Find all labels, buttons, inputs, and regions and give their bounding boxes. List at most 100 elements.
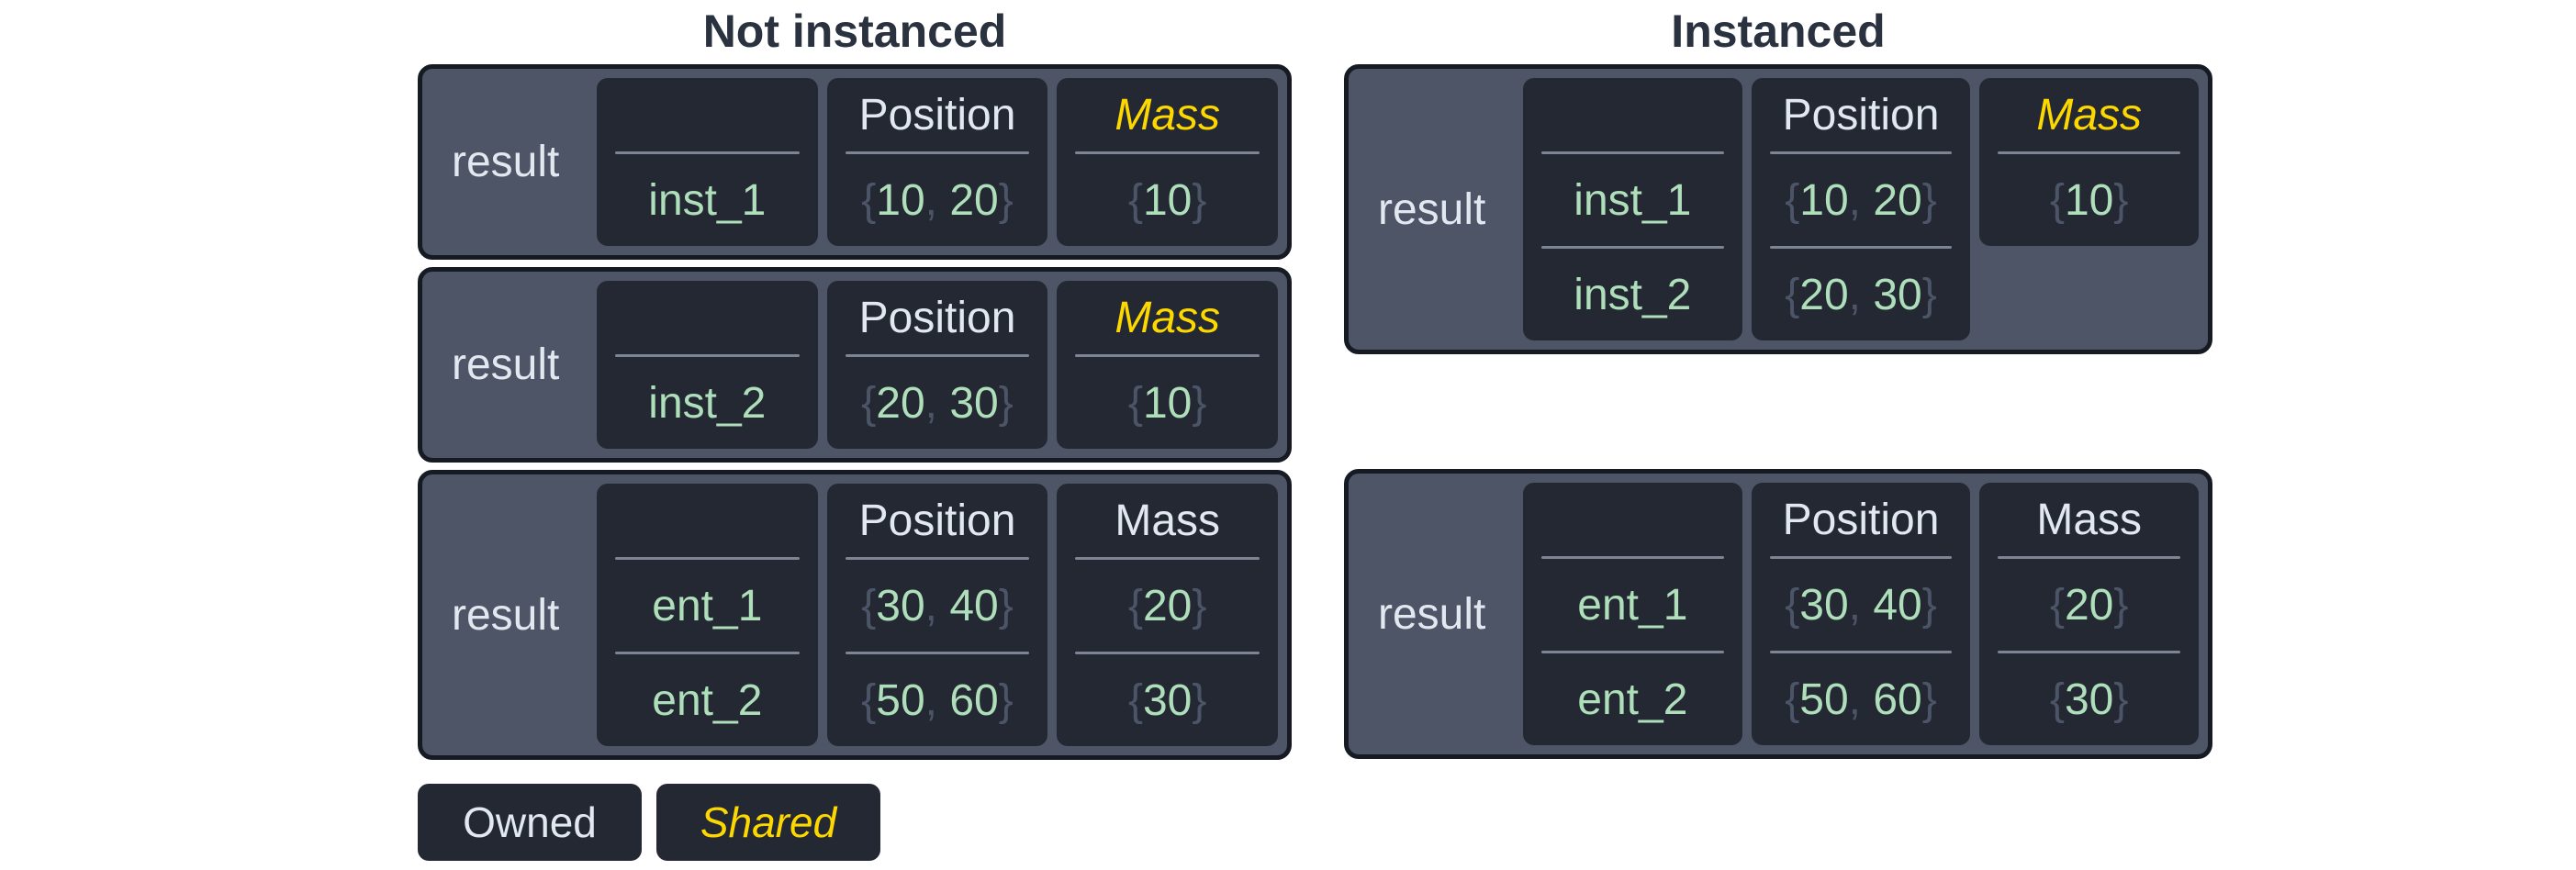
column-header: Mass [1114, 496, 1221, 545]
value-number: 30 [876, 581, 925, 630]
row-divider [1769, 556, 1953, 559]
value-brace: } [1921, 580, 1937, 630]
value-brace: } [998, 581, 1014, 630]
value-brace: { [2049, 580, 2065, 630]
row-divider [1541, 246, 1724, 249]
column-header: Mass [1114, 293, 1221, 342]
row-divider [1075, 557, 1260, 560]
value-number: 30 [1142, 675, 1193, 725]
cell-value: {20} [1057, 560, 1278, 652]
column-cell-position: Position {10, 20} [826, 78, 1048, 246]
value-brace: { [1127, 378, 1143, 428]
cell-value: {10} [1057, 357, 1278, 449]
row-divider [1075, 354, 1260, 357]
value-number: 30 [2064, 675, 2114, 724]
table-row-label: result [452, 340, 560, 389]
value-number: 20 [1142, 581, 1193, 630]
row-divider [845, 151, 1030, 154]
value-brace: { [861, 581, 877, 630]
value-brace: { [861, 378, 877, 428]
value-number: 60 [949, 675, 999, 725]
value-number: 20 [876, 378, 925, 428]
table-cells: inst_1 Position {10, 20}Mass{10} [597, 78, 1279, 246]
value-brace: { [861, 675, 877, 725]
row-divider [1769, 651, 1953, 653]
row-divider [1769, 151, 1953, 154]
entity-name-text: inst_2 [648, 378, 767, 428]
column-header: Mass [2036, 495, 2143, 544]
column-cell-entity: ent_1 ent_2 [1523, 483, 1742, 745]
entity-name-text: inst_1 [1574, 175, 1692, 225]
entity-name-text: ent_2 [1577, 675, 1688, 724]
value-brace: } [2113, 580, 2129, 630]
column-cell-mass: Mass{20}{30} [1057, 484, 1279, 746]
entity-name-text: inst_2 [1574, 270, 1692, 319]
column-header: Position [858, 90, 1016, 139]
value-brace: , [924, 675, 950, 725]
row-divider [615, 354, 800, 357]
value-brace: } [998, 675, 1014, 725]
column-header: Mass [1114, 90, 1221, 139]
value-number: 10 [1142, 175, 1193, 225]
cell-value: ent_2 [597, 654, 818, 746]
value-brace: } [1192, 581, 1207, 630]
value-brace: { [1785, 270, 1800, 319]
value-brace: } [1192, 675, 1207, 725]
row-divider [615, 652, 800, 654]
value-brace: { [2049, 175, 2065, 225]
column-cell-position: Position{10, 20}{20, 30} [1751, 78, 1971, 340]
value-brace: , [1848, 175, 1874, 225]
row-divider [845, 354, 1030, 357]
cell-value: {30} [1057, 654, 1278, 746]
table-row-label: result [452, 590, 560, 640]
value-brace: { [861, 175, 877, 225]
row-divider [1769, 246, 1953, 249]
cell-value: {30, 40} [827, 560, 1048, 652]
value-brace: , [924, 175, 950, 225]
entity-name-text: ent_1 [1577, 580, 1688, 630]
value-number: 40 [949, 581, 999, 630]
cell-value: {50, 60} [1752, 653, 1971, 745]
column-header: Position [1782, 90, 1940, 139]
cell-value: inst_2 [597, 357, 818, 449]
value-brace: , [924, 378, 950, 428]
value-number: 10 [1142, 378, 1193, 428]
value-number: 30 [949, 378, 999, 428]
legend-owned: Owned [418, 784, 642, 861]
value-brace: , [1848, 580, 1874, 630]
table-row-label: result [452, 138, 560, 186]
column-cell-mass: Mass{10} [1057, 78, 1279, 246]
row-divider [1075, 151, 1260, 154]
column-cell-mass: Mass {10} [1057, 281, 1279, 449]
cell-value: inst_1 [1523, 154, 1742, 246]
value-brace: } [1921, 270, 1937, 319]
value-brace: } [1921, 175, 1937, 225]
cell-value: ent_1 [597, 560, 818, 652]
value-brace: { [1127, 581, 1143, 630]
cell-value: {20, 30} [1752, 249, 1971, 340]
column-header: Position [858, 293, 1016, 342]
value-brace: { [1785, 175, 1800, 225]
cell-value: {10, 20} [827, 154, 1048, 246]
row-divider [1998, 556, 2181, 559]
value-brace: } [2113, 675, 2129, 724]
value-brace: } [1192, 378, 1207, 428]
column-header: Mass [2036, 90, 2143, 139]
value-number: 40 [1873, 580, 1922, 630]
cell-value: ent_2 [1523, 653, 1742, 745]
table-cells: inst_2 Position {20, 30} Mass {10} [597, 281, 1279, 449]
column-header [597, 484, 818, 557]
value-number: 60 [1873, 675, 1922, 724]
cell-value: {20, 30} [827, 357, 1048, 449]
value-number: 10 [2064, 175, 2114, 225]
column-cell-entity: inst_2 [597, 281, 818, 449]
entity-name-text: inst_1 [648, 175, 767, 225]
